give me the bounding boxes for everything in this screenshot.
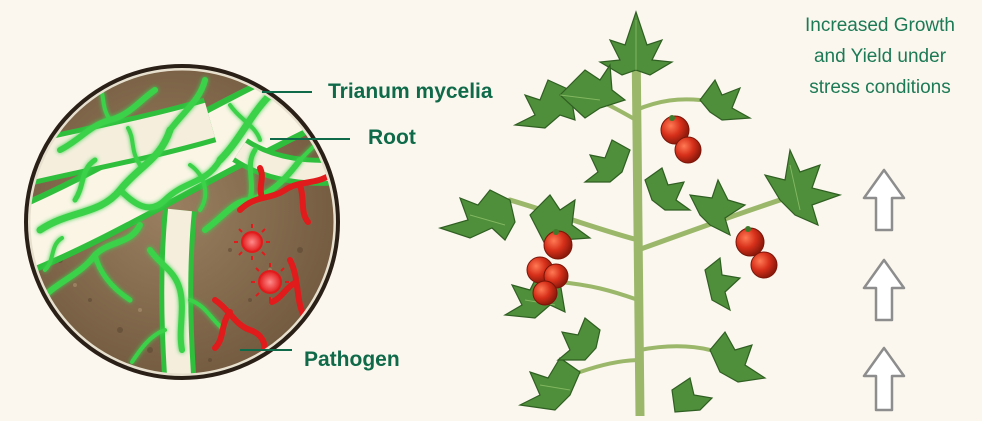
label-trianum-mycelia: Trianum mycelia [328, 80, 493, 104]
claim-line-1: Increased Growth [770, 10, 982, 41]
label-root: Root [368, 126, 416, 150]
label-pathogen: Pathogen [304, 348, 400, 372]
growth-claim-text: Increased Growth and Yield under stress … [770, 10, 982, 103]
up-arrow-icon [864, 170, 904, 230]
up-arrow-icon [864, 260, 904, 320]
claim-line-2: and Yield under [770, 41, 982, 72]
magnified-root-zone [5, 60, 350, 390]
claim-line-3: stress conditions [770, 72, 982, 103]
up-arrow-icon [864, 348, 904, 410]
growth-arrows [864, 170, 904, 410]
